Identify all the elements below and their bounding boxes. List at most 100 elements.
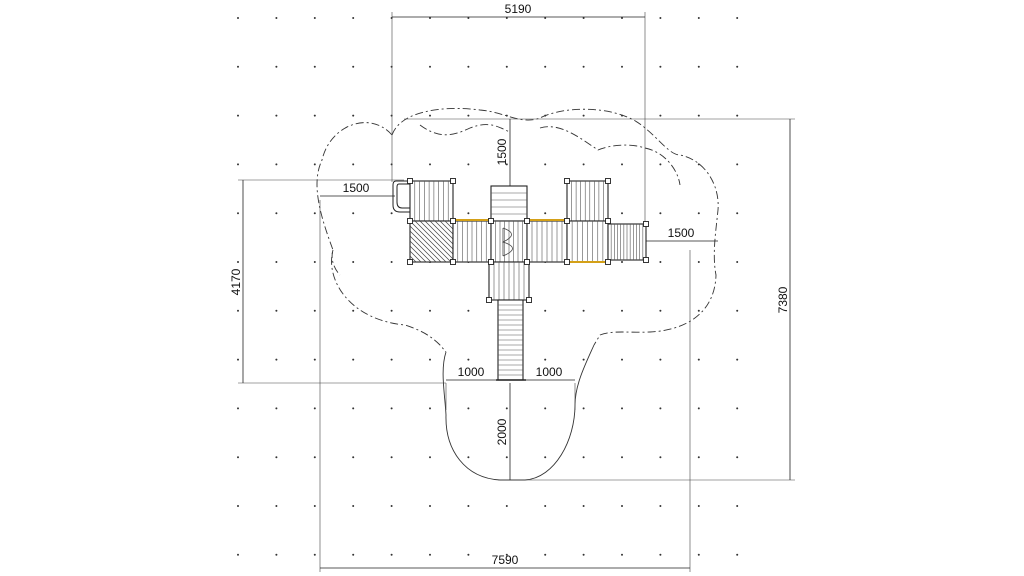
grid-dot bbox=[237, 212, 239, 215]
grid-dot bbox=[237, 17, 239, 19]
deck-right bbox=[526, 220, 568, 263]
slide bbox=[496, 299, 526, 381]
grid-dot bbox=[237, 358, 239, 361]
grid-dot bbox=[621, 358, 623, 361]
grid-dot bbox=[736, 65, 739, 68]
grid-dot bbox=[467, 505, 470, 507]
grid-dot bbox=[237, 309, 239, 312]
post bbox=[450, 218, 456, 224]
grid-dot bbox=[313, 114, 316, 117]
grid-dot bbox=[467, 163, 470, 166]
grid-dot bbox=[659, 358, 662, 361]
grid-dot bbox=[237, 65, 239, 68]
grid-dot bbox=[237, 553, 239, 556]
grid-dot bbox=[390, 65, 393, 68]
post bbox=[524, 218, 530, 224]
posts bbox=[407, 178, 649, 303]
grid-dot bbox=[390, 114, 393, 117]
grid-dot bbox=[544, 212, 547, 215]
grid-dot bbox=[582, 358, 585, 361]
dimension-labels: 5190 1500 1500 1500 4170 7380 1000 1000 … bbox=[229, 2, 790, 567]
grid-dot bbox=[659, 505, 662, 507]
grid-dot bbox=[697, 358, 700, 361]
deck-far-right bbox=[566, 220, 609, 263]
grid-dot bbox=[697, 17, 700, 19]
grid-dot bbox=[237, 163, 239, 166]
grid-dot bbox=[467, 65, 470, 68]
grid-dot bbox=[352, 65, 355, 68]
grid-dot bbox=[736, 456, 739, 459]
grid-dot bbox=[544, 163, 547, 166]
grid-dot bbox=[659, 309, 662, 312]
hatched-deck bbox=[409, 220, 454, 263]
post bbox=[564, 178, 570, 184]
grid-dot bbox=[429, 17, 431, 19]
grid-dot bbox=[313, 212, 316, 215]
grid-dot bbox=[390, 309, 393, 312]
grid-dot bbox=[582, 456, 585, 459]
grid-dot bbox=[467, 17, 470, 19]
grid-dot bbox=[544, 17, 547, 19]
grid-dot bbox=[736, 114, 739, 117]
grid-dot bbox=[390, 553, 393, 556]
grid-dot bbox=[275, 163, 278, 166]
grid-dot bbox=[429, 407, 431, 410]
grid-dot bbox=[237, 261, 239, 263]
grid-dot bbox=[467, 212, 470, 215]
grid-dot bbox=[697, 65, 700, 68]
label-top-width: 5190 bbox=[505, 2, 532, 16]
grid-dot bbox=[582, 65, 585, 68]
grid-dot bbox=[352, 17, 355, 19]
tower-top-right bbox=[566, 180, 609, 241]
grid-dot bbox=[313, 456, 316, 459]
grid-dot bbox=[275, 505, 278, 507]
grid-dot bbox=[352, 261, 355, 263]
grid-dot bbox=[275, 65, 278, 68]
grid-dot bbox=[697, 212, 700, 215]
grid-dot bbox=[659, 212, 662, 215]
grid-dot bbox=[697, 261, 700, 263]
deck-bottom bbox=[488, 261, 530, 301]
grid-dot bbox=[275, 358, 278, 361]
grid-dot bbox=[313, 163, 316, 166]
grid-dot bbox=[237, 456, 239, 459]
grid-dot bbox=[621, 212, 623, 215]
post bbox=[605, 259, 611, 265]
grid-dot bbox=[275, 407, 278, 410]
grid-dot bbox=[352, 212, 355, 215]
label-top-gap: 1500 bbox=[495, 138, 509, 165]
grid-dot bbox=[275, 17, 278, 19]
grid-dot bbox=[275, 553, 278, 556]
grid-dot bbox=[352, 456, 355, 459]
post bbox=[407, 259, 413, 265]
grid-dot bbox=[544, 309, 547, 312]
grid-dot bbox=[697, 114, 700, 117]
post bbox=[486, 297, 492, 303]
label-left-offset: 1500 bbox=[343, 181, 370, 195]
post bbox=[564, 259, 570, 265]
grid-dot bbox=[582, 407, 585, 410]
grid-dot bbox=[313, 505, 316, 507]
grid-dot bbox=[736, 163, 739, 166]
post bbox=[488, 218, 494, 224]
grid-dot bbox=[659, 114, 662, 117]
grid-dot bbox=[505, 65, 508, 68]
grid-dot bbox=[352, 505, 355, 507]
label-slide-right: 1000 bbox=[536, 365, 563, 379]
grid-dot bbox=[313, 65, 316, 68]
post bbox=[564, 218, 570, 224]
grid-dot bbox=[429, 456, 431, 459]
grid-dot bbox=[390, 505, 393, 507]
grid-dot bbox=[429, 114, 431, 117]
grid-dot bbox=[659, 553, 662, 556]
grid-dot bbox=[237, 407, 239, 410]
grid-dot bbox=[582, 17, 585, 19]
post bbox=[605, 218, 611, 224]
grid-dot bbox=[736, 407, 739, 410]
grid-dot bbox=[621, 407, 623, 410]
grid-dot bbox=[697, 553, 700, 556]
grid-dot bbox=[313, 358, 316, 361]
climbing-ladder bbox=[490, 185, 528, 222]
